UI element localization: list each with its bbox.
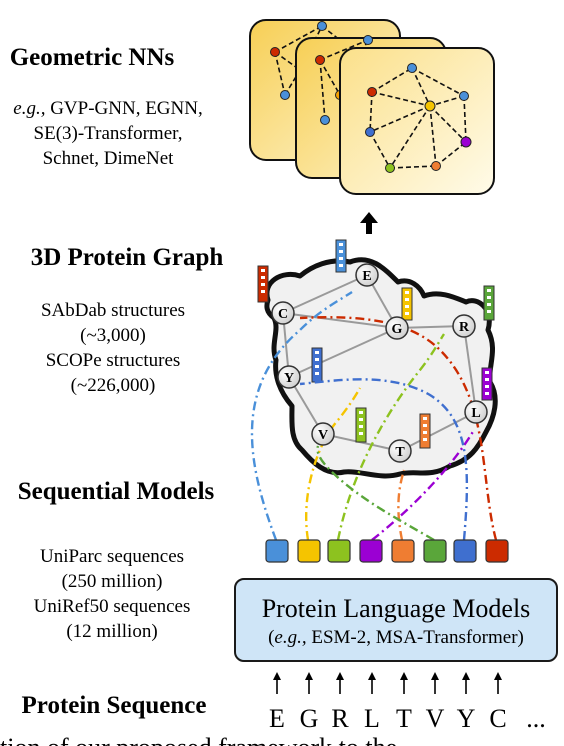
sequence-heading: Protein Sequence [21,692,207,719]
gnn-examples-line: e.g., GVP-GNN, EGNN, [0,96,216,121]
protein-surface-blob [264,257,498,479]
plm-sub-open: ( [268,627,275,648]
graph-node-label: C [278,307,288,322]
cut-off-caption: tion of our proposed framework to the [0,733,564,746]
plm-title: Protein Language Models [261,594,531,623]
graph-node-label: G [392,322,403,337]
plm-box: Protein Language Models (e.g., ESM-2, MS… [234,578,558,662]
token-embeddings [265,539,509,563]
sequence-residue: L [364,704,380,733]
sequence-residue: G [299,704,319,733]
sequence-residue: R [331,704,349,733]
gnn-examples-prefix: e.g., [13,98,46,119]
sequence-ellipsis: ... [526,704,546,733]
protein-sequence: E G R L T V Y C ... [262,704,562,740]
graph-node-label: L [471,406,480,421]
graph-datasets: SAbDab structures (~3,000) SCOPe structu… [14,298,212,398]
plm-sub-eg: e.g., [274,627,307,648]
sequential-dataset-line: UniParc sequences [39,546,185,567]
sequence-residue: C [489,704,507,733]
graph-node-label: E [362,269,371,284]
sequence-residue: V [425,704,445,733]
token-to-node-links [250,291,498,542]
sequential-heading: Sequential Models [17,478,215,505]
gnn-examples: e.g., GVP-GNN, EGNN, SE(3)-Transformer, … [0,96,216,171]
up-arrow-icon [360,212,378,234]
sequential-dataset-line: (12 million) [66,621,158,642]
gnn-examples-line3: Schnet, DimeNet [42,148,174,169]
gnn-heading: Geometric NNs [9,44,175,71]
graph-dataset-line: SAbDab structures [40,300,186,321]
sequential-datasets: UniParc sequences (250 million) UniRef50… [10,544,214,644]
gnn-examples-line2: SE(3)-Transformer, [33,123,183,144]
node-feature-bars [257,239,495,449]
sequence-residue: E [269,704,285,733]
graph-node-label: V [318,428,328,443]
sequential-dataset-line: UniRef50 sequences [33,596,191,617]
graph-heading: 3D Protein Graph [30,244,224,271]
sequence-residue: Y [456,704,476,733]
graph-dataset-line: (~3,000) [80,325,146,346]
sequential-dataset-line: (250 million) [61,571,163,592]
sequence-residue: T [396,704,412,733]
sequence-up-arrows [273,672,502,694]
graph-node-label: Y [284,371,294,386]
graph-dataset-line: (~226,000) [70,375,156,396]
graph-node-label: R [459,320,470,335]
plm-sub-rest: ESM-2, MSA-Transformer) [306,627,524,648]
graph-dataset-line: SCOPe structures [45,350,181,371]
graph-nodes [271,263,488,463]
gnn-examples-line1: GVP-GNN, EGNN, [45,98,203,119]
graph-node-label: T [395,445,405,460]
plm-subtitle: (e.g., ESM-2, MSA-Transformer) [236,627,556,649]
gnn-card-front [339,47,495,195]
